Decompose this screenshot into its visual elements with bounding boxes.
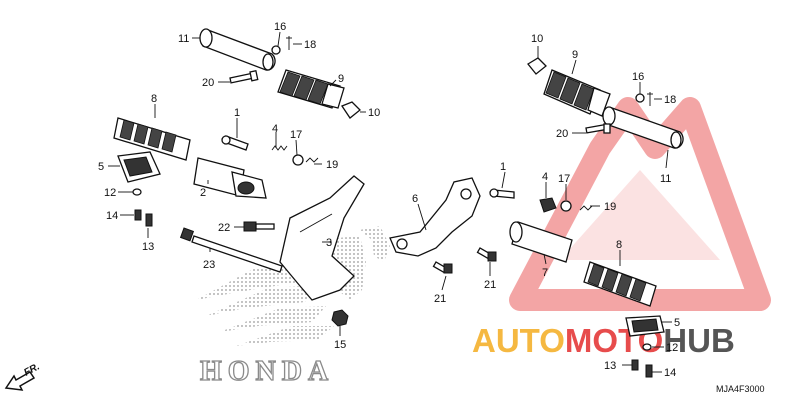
label-16-left: 16 [274,21,286,33]
label-2: 2 [200,187,206,199]
label-1-left: 1 [234,107,240,119]
callout-labels: 11 16 18 20 9 10 8 5 12 14 13 1 2 4 17 1… [98,21,680,379]
label-19-left: 19 [326,159,338,171]
part-3-bracket [279,175,365,301]
part-10-collar-right [527,57,547,75]
svg-text:AUTOMOTOHUB: AUTOMOTOHUB [472,322,735,359]
part-10-collar-left [341,101,361,119]
part-1-pin-left [221,135,249,151]
label-17-left: 17 [290,129,302,141]
part-12-washer-right [642,343,652,351]
label-4-right: 4 [542,171,548,183]
label-18-left: 18 [304,39,316,51]
label-18-right: 18 [664,94,676,106]
label-15: 15 [334,339,346,351]
label-1-right: 1 [500,161,506,173]
part-11-pin-left [199,28,276,71]
part-9-rubber-left [277,69,345,109]
label-5-left: 5 [98,161,104,173]
label-6: 6 [412,193,418,205]
label-20-left: 20 [202,77,214,89]
part-2-step-arm [193,157,267,199]
part-17-ball-left [292,154,304,166]
leader-lines [108,31,672,373]
part-19-spring-right [579,205,593,211]
front-arrow-icon [4,371,36,391]
label-7: 7 [542,267,548,279]
label-11-left: 11 [178,33,189,45]
part-21-bolt-a [432,261,453,274]
part-13-bolt-left [145,213,153,227]
label-13-right: 13 [604,360,616,372]
label-21-a: 21 [434,293,446,305]
label-11-right: 11 [660,173,671,185]
label-16-right: 16 [632,71,644,83]
part-12-washer-left [132,188,142,196]
part-8-footpeg-rubber-right [583,261,657,307]
part-8-footpeg-rubber-left [113,117,191,161]
part-22-bolt [243,221,275,232]
label-8-left: 8 [151,93,157,105]
part-21-bolt-b [476,247,497,262]
label-4-left: 4 [272,123,278,135]
label-10-right: 10 [531,33,543,45]
part-20-bolt-right [585,123,611,134]
part-1-pin-right [489,188,515,199]
part-5-holder-right [625,315,665,337]
part-11-pin-right [602,106,684,149]
part-18-cotter-pin-left [286,36,292,50]
label-9-left: 9 [338,73,344,85]
part-15-nut [331,309,349,327]
label-23: 23 [203,259,215,271]
label-14-left: 14 [106,210,118,222]
label-5-right: 5 [674,317,680,329]
part-14-bolt-left [134,209,142,221]
part-5-holder-left [117,151,161,183]
part-18-cotter-pin-right [647,92,653,106]
front-direction-indicator: FR. [4,361,42,391]
label-12-right: 12 [666,342,678,354]
part-23-long-bolt [179,227,283,273]
label-20-right: 20 [556,128,568,140]
label-21-b: 21 [484,279,496,291]
part-17-ball-right [560,200,572,212]
label-8-right: 8 [616,239,622,251]
honda-wordmark: HONDA [200,356,334,387]
label-14-right: 14 [664,367,676,379]
label-10-left: 10 [368,107,380,119]
label-3: 3 [326,237,332,249]
label-17-right: 17 [558,173,570,185]
part-14-bolt-right [645,364,653,378]
label-13-left: 13 [142,241,154,253]
label-9-right: 9 [572,49,578,61]
diagram-code: MJA4F3000 [716,384,765,394]
label-12-left: 12 [104,187,116,199]
watermark-auto: AUTO [472,322,565,359]
part-7-step-arm [509,221,573,263]
watermark-hub: HUB [663,322,735,359]
part-13-bolt-right [631,359,639,371]
label-22: 22 [218,222,230,234]
part-19-spring-left [305,157,319,163]
part-20-bolt-left [229,69,259,84]
part-6-bracket [389,177,481,257]
part-9-rubber-right [543,69,611,117]
part-16-washer-left [271,45,281,55]
label-19-right: 19 [604,201,616,213]
front-label: FR. [22,361,41,378]
part-4-spring-right [539,197,557,213]
part-16-washer-right [635,93,645,103]
part-4-spring-left [271,145,288,151]
